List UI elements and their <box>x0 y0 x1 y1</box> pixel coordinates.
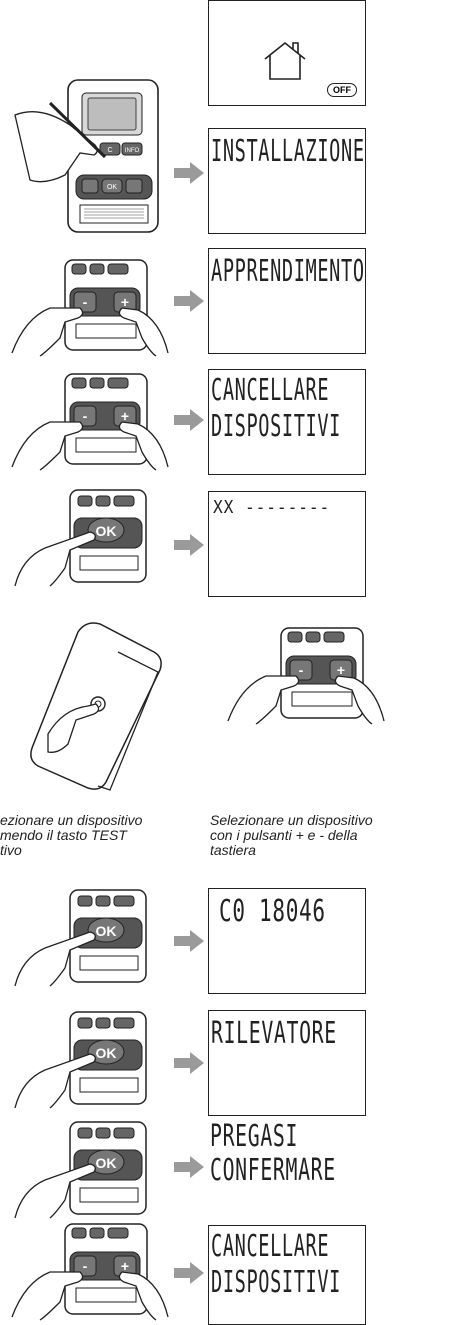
caption-right: Selezionare un dispositivo con i pulsant… <box>210 812 373 858</box>
svg-text:C: C <box>107 147 112 154</box>
svg-text:-: - <box>83 294 88 310</box>
svg-text:-: - <box>299 662 304 678</box>
svg-text:-: - <box>83 1258 88 1274</box>
lcd-screen-xx: XX -------- <box>208 491 366 597</box>
svg-text:OK: OK <box>96 1155 117 1171</box>
lcd-line-2: CONFERMARE <box>210 1153 336 1188</box>
keypad-ok-hand-illustration: OK <box>10 1120 170 1220</box>
keypad-ok-hand-illustration: OK <box>10 1010 170 1110</box>
keypad-two-hands-illustration: - + <box>10 258 170 358</box>
svg-text:+: + <box>121 1258 129 1274</box>
lcd-screen-installazione: INSTALLAZIONE <box>208 128 366 234</box>
lcd-line-1: INSTALLAZIONE <box>211 134 365 169</box>
arrow-right-icon <box>174 534 204 556</box>
house-icon <box>264 41 306 80</box>
svg-text:OK: OK <box>96 523 117 539</box>
keypad-ok-hand-illustration: OK <box>10 488 170 588</box>
keypad-pen-illustration: INFO C OK <box>10 75 170 240</box>
detector-device-illustration <box>18 614 168 799</box>
arrow-right-icon <box>174 1052 204 1074</box>
arrow-right-icon <box>174 1262 204 1284</box>
off-badge: OFF <box>327 83 357 97</box>
caption-left: ezionare un dispositivo mendo il tasto T… <box>0 812 143 858</box>
lcd-line-1: XX -------- <box>213 497 331 518</box>
keypad-two-hands-illustration: - + <box>226 626 386 726</box>
svg-text:+: + <box>121 294 129 310</box>
arrow-right-icon <box>174 409 204 431</box>
arrow-right-icon <box>174 162 204 184</box>
lcd-line-1: CANCELLARE <box>211 373 330 408</box>
svg-text:OK: OK <box>96 1045 117 1061</box>
lcd-screen-cancellare-final: CANCELLARE DISPOSITIVI <box>208 1225 366 1325</box>
lcd-screen-pregasi: PREGASI CONFERMARE <box>208 1120 366 1210</box>
lcd-line-2: DISPOSITIVI <box>211 1265 342 1300</box>
arrow-right-icon <box>174 930 204 952</box>
lcd-screen-apprendimento: APPRENDIMENTO <box>208 248 366 354</box>
svg-text:OK: OK <box>107 184 117 191</box>
lcd-line-1: PREGASI <box>210 1119 299 1154</box>
keypad-two-hands-illustration: - + <box>10 372 170 472</box>
svg-text:OK: OK <box>96 923 117 939</box>
lcd-screen-code: C0 18046 <box>208 888 366 994</box>
lcd-line-1: APPRENDIMENTO <box>211 254 365 289</box>
arrow-right-icon <box>174 290 204 312</box>
lcd-screen-off: OFF <box>208 0 366 106</box>
lcd-line-1: CANCELLARE <box>211 1229 330 1264</box>
svg-text:+: + <box>337 662 345 678</box>
lcd-line-2: DISPOSITIVI <box>211 409 342 444</box>
lcd-screen-rilevatore: RILEVATORE <box>208 1010 366 1116</box>
svg-text:+: + <box>121 408 129 424</box>
lcd-line-1: RILEVATORE <box>211 1016 337 1051</box>
arrow-right-icon <box>174 1156 204 1178</box>
keypad-ok-hand-illustration: OK <box>10 888 170 988</box>
lcd-screen-cancellare: CANCELLARE DISPOSITIVI <box>208 369 366 475</box>
lcd-line-1: C0 18046 <box>219 894 326 929</box>
svg-text:-: - <box>83 408 88 424</box>
svg-text:INFO: INFO <box>125 148 140 154</box>
keypad-two-hands-illustration: - + <box>10 1222 170 1322</box>
